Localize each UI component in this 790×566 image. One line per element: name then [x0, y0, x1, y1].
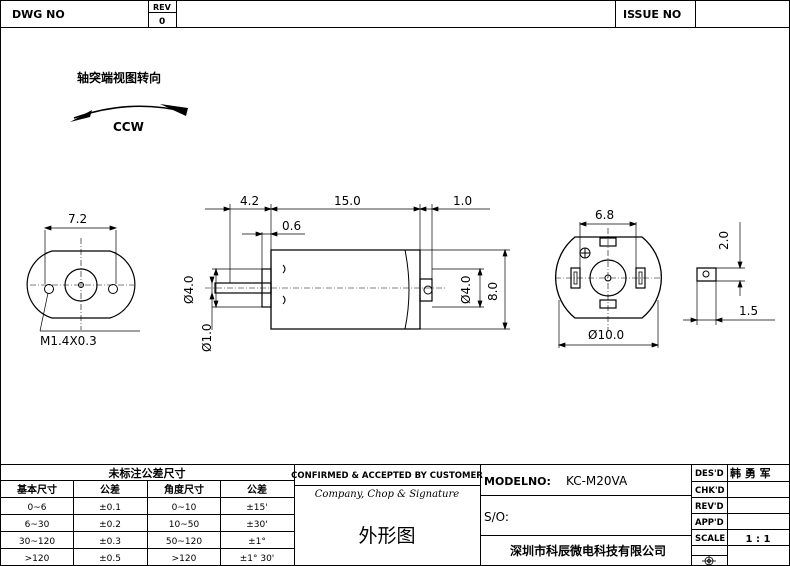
rotation-note: 轴突端视图转向 [77, 70, 161, 85]
terminal-height-label: 2.0 [717, 231, 731, 250]
tol-cell: ±0.1 [99, 503, 121, 513]
rear-dia-label: Ø10.0 [588, 328, 624, 342]
tol-cell: ±30' [246, 520, 267, 530]
title-block [0, 464, 790, 566]
terminal-detail [683, 222, 775, 325]
chk-label: CHK'D [695, 486, 725, 496]
tol-cell: ±1° [248, 537, 266, 547]
rev-label: REV [153, 3, 172, 12]
tol-cell: 0~6 [28, 503, 47, 513]
front-width-label: 7.2 [68, 212, 87, 226]
issue-no-label: ISSUE NO [623, 8, 681, 21]
scale-value: 1 : 1 [746, 534, 771, 545]
so-label: S/O: [484, 510, 509, 524]
des-value: 韩 勇 军 [730, 466, 771, 480]
rev-value: 0 [159, 17, 165, 27]
tol-cell: 50~120 [166, 537, 202, 547]
confirm-title: CONFIRMED & ACCEPTED BY CUSTOMER [291, 471, 483, 481]
des-label: DES'D [695, 469, 724, 479]
tol-cell: ±1° 30' [240, 554, 275, 564]
terminal-length-label: 1.0 [453, 194, 472, 208]
side-view [205, 204, 510, 331]
rotation-arrow-icon [70, 104, 188, 122]
shaft-dia-left-label: Ø4.0 [182, 275, 196, 304]
tol-header-1: 公差 [100, 483, 120, 496]
flange-thickness-label: 0.6 [282, 219, 301, 233]
shaft-dia-label: Ø1.0 [200, 323, 214, 352]
tol-header-2: 角度尺寸 [164, 483, 204, 496]
rear-view [554, 221, 663, 348]
tol-cell: >120 [172, 554, 197, 564]
shaft-length-label: 4.2 [240, 194, 259, 208]
dwg-no-label: DWG NO [12, 8, 65, 21]
tol-cell: ±0.2 [99, 520, 121, 530]
rear-width-label: 6.8 [595, 208, 614, 222]
scale-label: SCALE [695, 534, 725, 544]
rotation-direction: CCW [113, 120, 144, 134]
tol-header-0: 基本尺寸 [16, 483, 57, 496]
terminal-width-label: 1.5 [739, 304, 758, 318]
mount-hole-label: M1.4X0.3 [40, 334, 97, 348]
height-label: 8.0 [486, 282, 500, 301]
app-label: APP'D [695, 518, 724, 528]
rev-d-label: REV'D [695, 502, 724, 512]
tolerance-title: 未标注公差尺寸 [108, 466, 186, 480]
projection-symbol-icon [702, 556, 716, 566]
tol-cell: 30~120 [19, 537, 55, 547]
company-name: 深圳市科辰微电科技有限公司 [510, 543, 666, 558]
tol-cell: ±0.5 [99, 554, 121, 564]
body-dia-label: Ø4.0 [459, 275, 473, 304]
drawing-name: 外形图 [358, 525, 415, 547]
tol-cell: 0~10 [172, 503, 197, 513]
tol-cell: 10~50 [169, 520, 200, 530]
tol-header-3: 公差 [247, 483, 267, 496]
tol-cell: ±15' [246, 503, 267, 513]
model-value: KC-M20VA [566, 474, 628, 488]
body-length-label: 15.0 [334, 194, 361, 208]
confirm-subtitle: Company, Chop & Signature [315, 489, 460, 500]
front-view [26, 225, 140, 332]
tol-cell: 6~30 [25, 520, 50, 530]
model-label: MODELNO: [484, 475, 551, 488]
tol-cell: ±0.3 [99, 537, 121, 547]
tol-cell: >120 [25, 554, 50, 564]
